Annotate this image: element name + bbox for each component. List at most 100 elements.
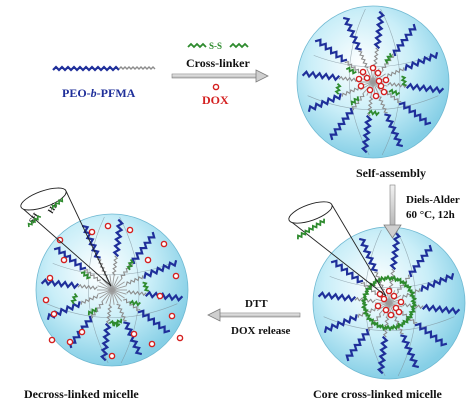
- pfma-arm: [351, 93, 365, 111]
- dox-molecule: [126, 226, 134, 234]
- self-assembly-label: Self-assembly: [356, 166, 426, 180]
- peo-arm: [414, 322, 448, 347]
- crosslinker-bridge: [410, 302, 418, 310]
- crosslinker-molecule: [384, 52, 393, 64]
- dox-molecule: [108, 352, 116, 360]
- dtt-arrow-head: [207, 308, 221, 322]
- peo-arm: [358, 237, 378, 272]
- core-chain: [101, 289, 113, 302]
- crosslinker-molecule: [368, 109, 380, 117]
- crosslinker-molecule: [80, 270, 91, 280]
- crosslinker-bridge: [362, 290, 370, 299]
- pfma-arm: [372, 47, 380, 68]
- peo-block: [52, 65, 120, 72]
- crosslinker-molecule: [70, 292, 79, 305]
- crosslinker-molecule: [345, 66, 357, 75]
- self-assembly-arrow: [171, 69, 269, 83]
- peo-arm: [373, 10, 386, 50]
- pfma-arm: [387, 81, 408, 89]
- crosslinker-bridge: [368, 318, 377, 325]
- crosslinker-molecule: [113, 318, 123, 327]
- crosslinker-bridge: [360, 302, 368, 310]
- core-chain: [111, 275, 115, 291]
- dox-molecule: [66, 338, 74, 346]
- peo-arm: [408, 244, 433, 278]
- peo-arm: [392, 23, 417, 57]
- peo-arm: [421, 303, 461, 316]
- dox-molecule: [380, 295, 388, 303]
- dox-molecule: [160, 240, 168, 248]
- peo-arm: [400, 334, 420, 369]
- peo-arm: [123, 321, 143, 356]
- pfma-arm: [77, 283, 98, 291]
- core-chain: [109, 289, 113, 305]
- dox-molecule: [60, 256, 68, 264]
- conditions-label: 60 °C, 12h: [406, 209, 455, 221]
- crosslinker-molecule: [129, 299, 141, 307]
- dox-molecule: [144, 256, 152, 264]
- peo-arm: [330, 259, 364, 284]
- sphere-wireframe-line: [119, 216, 140, 364]
- crosslinker-ss-label: S-S: [209, 41, 222, 51]
- peo-arm: [384, 113, 404, 148]
- crosslinker-molecule: [87, 307, 97, 316]
- sphere-wireframe-line: [396, 229, 417, 377]
- peo-arm: [342, 16, 362, 51]
- crosslinker-molecule: [350, 96, 360, 106]
- dox-molecule: [375, 77, 383, 85]
- core-chain: [99, 289, 113, 299]
- core-chain: [101, 278, 113, 291]
- dox-molecule: [156, 292, 164, 300]
- peo-b-pfma-label: PEO-b-PFMA: [62, 86, 136, 100]
- peo-arm: [144, 290, 184, 303]
- peo-arm: [345, 328, 370, 362]
- dox-molecule: [172, 272, 180, 280]
- self-assembled-micelle: [296, 5, 450, 159]
- dox-molecule: [168, 312, 176, 320]
- sphere-wireframe-line: [87, 216, 109, 364]
- dox-molecule: [395, 308, 403, 316]
- peo-arm: [376, 335, 389, 375]
- crosslinker-bridge: [390, 275, 399, 283]
- decrosslinked-micelle: [35, 213, 189, 367]
- dox-molecule: [359, 68, 367, 76]
- crosslinker-bridge: [362, 308, 369, 316]
- pfma-arm: [386, 67, 405, 78]
- pfma-arm: [126, 289, 147, 297]
- crosslinker-bridge: [379, 275, 387, 282]
- pfma-arm: [377, 95, 388, 114]
- crosslinker-bridge: [391, 324, 399, 331]
- core-crosslinked-micelle: [312, 226, 466, 380]
- peo-arm: [398, 101, 432, 126]
- vertical-arrow-shaft: [389, 184, 396, 228]
- dox-molecule: [374, 302, 382, 310]
- peo-arm: [329, 107, 354, 141]
- peo-arm: [143, 259, 178, 279]
- core-chain: [99, 281, 113, 291]
- vertical-arrow-head: [383, 224, 402, 239]
- diels-alder-label: Diels-Alder: [406, 194, 460, 206]
- crosslinker-bridge: [406, 313, 413, 321]
- diels-alder-arrow: [383, 184, 402, 239]
- pfma-arm: [344, 60, 362, 74]
- peo-arm: [314, 38, 348, 63]
- decrosslinked-label: Decross-linked micelle: [24, 387, 139, 401]
- crosslinker-bridge: [365, 285, 372, 293]
- pfma-arm: [116, 303, 127, 322]
- core-chain: [105, 289, 113, 304]
- dox-molecule: [176, 334, 184, 342]
- dox-molecule: [369, 64, 377, 72]
- crosslinker-bridge: [360, 296, 368, 304]
- core-chain: [388, 295, 402, 304]
- dox-molecule: [357, 82, 365, 90]
- dox-molecule: [130, 330, 138, 338]
- crosslinker-bridge: [408, 307, 416, 316]
- dox-release-label: DOX release: [231, 325, 290, 337]
- pfma-arm: [80, 294, 99, 305]
- pfma-arm: [125, 275, 144, 286]
- core-chain: [111, 281, 125, 291]
- crosslinker-bridge: [373, 321, 382, 329]
- peo-arm: [40, 277, 80, 290]
- peo-arm: [323, 314, 358, 334]
